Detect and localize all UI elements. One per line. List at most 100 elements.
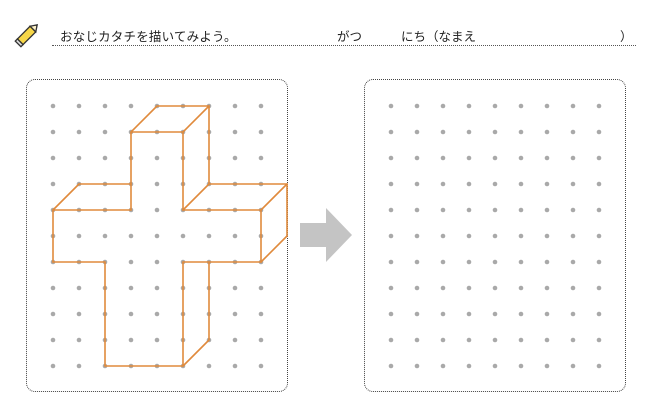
grid-dot[interactable] xyxy=(388,155,394,161)
grid-dot[interactable] xyxy=(596,285,602,291)
grid-dot[interactable] xyxy=(388,363,394,369)
grid-dot[interactable] xyxy=(518,233,524,239)
grid-dot[interactable] xyxy=(440,311,446,317)
grid-dot[interactable] xyxy=(440,337,446,343)
grid-dot[interactable] xyxy=(570,103,576,109)
grid-dot[interactable] xyxy=(544,285,550,291)
grid-dot[interactable] xyxy=(388,259,394,265)
grid-dot[interactable] xyxy=(466,363,472,369)
grid-dot[interactable] xyxy=(492,181,498,187)
grid-dot[interactable] xyxy=(466,155,472,161)
grid-dot[interactable] xyxy=(414,129,420,135)
grid-dot[interactable] xyxy=(596,259,602,265)
grid-dot[interactable] xyxy=(440,103,446,109)
grid-dot[interactable] xyxy=(518,207,524,213)
grid-dot[interactable] xyxy=(596,129,602,135)
drawing-dot-grid[interactable] xyxy=(365,80,627,393)
grid-dot[interactable] xyxy=(544,207,550,213)
grid-dot[interactable] xyxy=(518,285,524,291)
grid-dot[interactable] xyxy=(570,181,576,187)
grid-dot[interactable] xyxy=(518,181,524,187)
grid-dot[interactable] xyxy=(492,233,498,239)
grid-dot[interactable] xyxy=(466,233,472,239)
grid-dot[interactable] xyxy=(466,259,472,265)
grid-dot[interactable] xyxy=(492,103,498,109)
grid-dot[interactable] xyxy=(492,207,498,213)
grid-dot[interactable] xyxy=(570,207,576,213)
grid-dot[interactable] xyxy=(570,233,576,239)
grid-dot[interactable] xyxy=(596,103,602,109)
grid-dot[interactable] xyxy=(440,363,446,369)
grid-dot[interactable] xyxy=(570,285,576,291)
grid-dot[interactable] xyxy=(388,129,394,135)
grid-dot[interactable] xyxy=(492,285,498,291)
grid-dot[interactable] xyxy=(466,337,472,343)
grid-dot[interactable] xyxy=(570,259,576,265)
grid-dot[interactable] xyxy=(388,103,394,109)
grid-dot[interactable] xyxy=(414,337,420,343)
grid-dot[interactable] xyxy=(570,337,576,343)
grid-dot[interactable] xyxy=(518,259,524,265)
grid-dot[interactable] xyxy=(570,155,576,161)
grid-dot[interactable] xyxy=(466,311,472,317)
grid-dot[interactable] xyxy=(570,311,576,317)
grid-dot[interactable] xyxy=(440,285,446,291)
grid-dot[interactable] xyxy=(518,337,524,343)
grid-dot[interactable] xyxy=(544,233,550,239)
grid-dot[interactable] xyxy=(414,181,420,187)
grid-dot[interactable] xyxy=(414,311,420,317)
grid-dot[interactable] xyxy=(440,181,446,187)
grid-dot[interactable] xyxy=(596,363,602,369)
drawing-panel[interactable] xyxy=(364,79,626,392)
grid-dot[interactable] xyxy=(466,129,472,135)
grid-dot[interactable] xyxy=(388,233,394,239)
grid-dot[interactable] xyxy=(596,207,602,213)
grid-dot[interactable] xyxy=(492,129,498,135)
grid-dot[interactable] xyxy=(570,129,576,135)
grid-dot[interactable] xyxy=(440,129,446,135)
grid-dot[interactable] xyxy=(466,103,472,109)
grid-dot[interactable] xyxy=(440,207,446,213)
grid-dot[interactable] xyxy=(492,259,498,265)
grid-dot[interactable] xyxy=(414,103,420,109)
grid-dot[interactable] xyxy=(414,155,420,161)
name-line[interactable] xyxy=(52,45,636,46)
grid-dot[interactable] xyxy=(596,337,602,343)
grid-dot[interactable] xyxy=(596,155,602,161)
grid-dot[interactable] xyxy=(544,129,550,135)
grid-dot[interactable] xyxy=(596,233,602,239)
grid-dot[interactable] xyxy=(440,155,446,161)
grid-dot[interactable] xyxy=(414,207,420,213)
grid-dot[interactable] xyxy=(544,103,550,109)
grid-dot[interactable] xyxy=(414,285,420,291)
grid-dot[interactable] xyxy=(466,285,472,291)
grid-dot[interactable] xyxy=(414,233,420,239)
grid-dot[interactable] xyxy=(518,129,524,135)
grid-dot[interactable] xyxy=(544,259,550,265)
grid-dot[interactable] xyxy=(388,207,394,213)
grid-dot[interactable] xyxy=(518,155,524,161)
grid-dot[interactable] xyxy=(544,181,550,187)
grid-dot[interactable] xyxy=(492,337,498,343)
grid-dot[interactable] xyxy=(492,155,498,161)
grid-dot[interactable] xyxy=(596,311,602,317)
grid-dot[interactable] xyxy=(492,311,498,317)
grid-dot[interactable] xyxy=(466,181,472,187)
grid-dot[interactable] xyxy=(518,311,524,317)
grid-dot[interactable] xyxy=(544,311,550,317)
grid-dot[interactable] xyxy=(492,363,498,369)
grid-dot[interactable] xyxy=(388,311,394,317)
grid-dot[interactable] xyxy=(570,363,576,369)
grid-dot[interactable] xyxy=(440,259,446,265)
grid-dot[interactable] xyxy=(518,363,524,369)
grid-dot[interactable] xyxy=(518,103,524,109)
grid-dot[interactable] xyxy=(544,337,550,343)
grid-dot[interactable] xyxy=(544,155,550,161)
grid-dot[interactable] xyxy=(596,181,602,187)
grid-dot[interactable] xyxy=(388,181,394,187)
grid-dot[interactable] xyxy=(414,363,420,369)
grid-dot[interactable] xyxy=(466,207,472,213)
grid-dot[interactable] xyxy=(388,337,394,343)
grid-dot[interactable] xyxy=(440,233,446,239)
grid-dot[interactable] xyxy=(544,363,550,369)
